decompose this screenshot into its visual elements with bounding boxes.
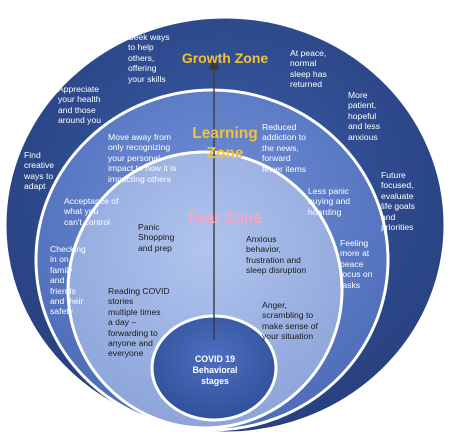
- fear-label: Anxious behavior, frustration and sleep …: [246, 234, 307, 276]
- fear-zone-title: Fear Zone: [187, 210, 263, 227]
- growth-label: Future focused, evaluate life goals and …: [381, 170, 415, 233]
- growth-label: At peace, normal sleep has returned: [290, 48, 327, 90]
- growth-label: Find creative ways to adapt: [24, 150, 55, 192]
- learning-label: Feeling more at peace focus on tasks: [340, 238, 373, 290]
- fear-label: Anger, scrambling to make sense of your …: [262, 300, 318, 342]
- growth-label: Appreciate your health and those around …: [58, 84, 102, 126]
- learning-zone-title: Learning Zone: [192, 125, 258, 162]
- learning-label: Acceptance of what you can't control: [64, 196, 119, 227]
- learning-label: Checking in on family and friends and th…: [50, 244, 86, 317]
- core-label: COVID 19 Behavioral stages: [192, 354, 238, 386]
- learning-label: Less panic buying and hoarding: [308, 186, 351, 217]
- fear-label: Reading COVID stories multiple times a d…: [108, 286, 170, 359]
- fear-label: Panic Shopping and prep: [138, 222, 175, 253]
- growth-label: Seek ways to help others, offering your …: [128, 32, 170, 84]
- learning-label: Move away from only recognizing your per…: [108, 132, 177, 184]
- learning-label: Reduced addiction to the news, forward f…: [262, 122, 306, 174]
- growth-label: More patient, hopeful and less anxious: [348, 90, 381, 142]
- growth-zone-title: Growth Zone: [181, 50, 269, 66]
